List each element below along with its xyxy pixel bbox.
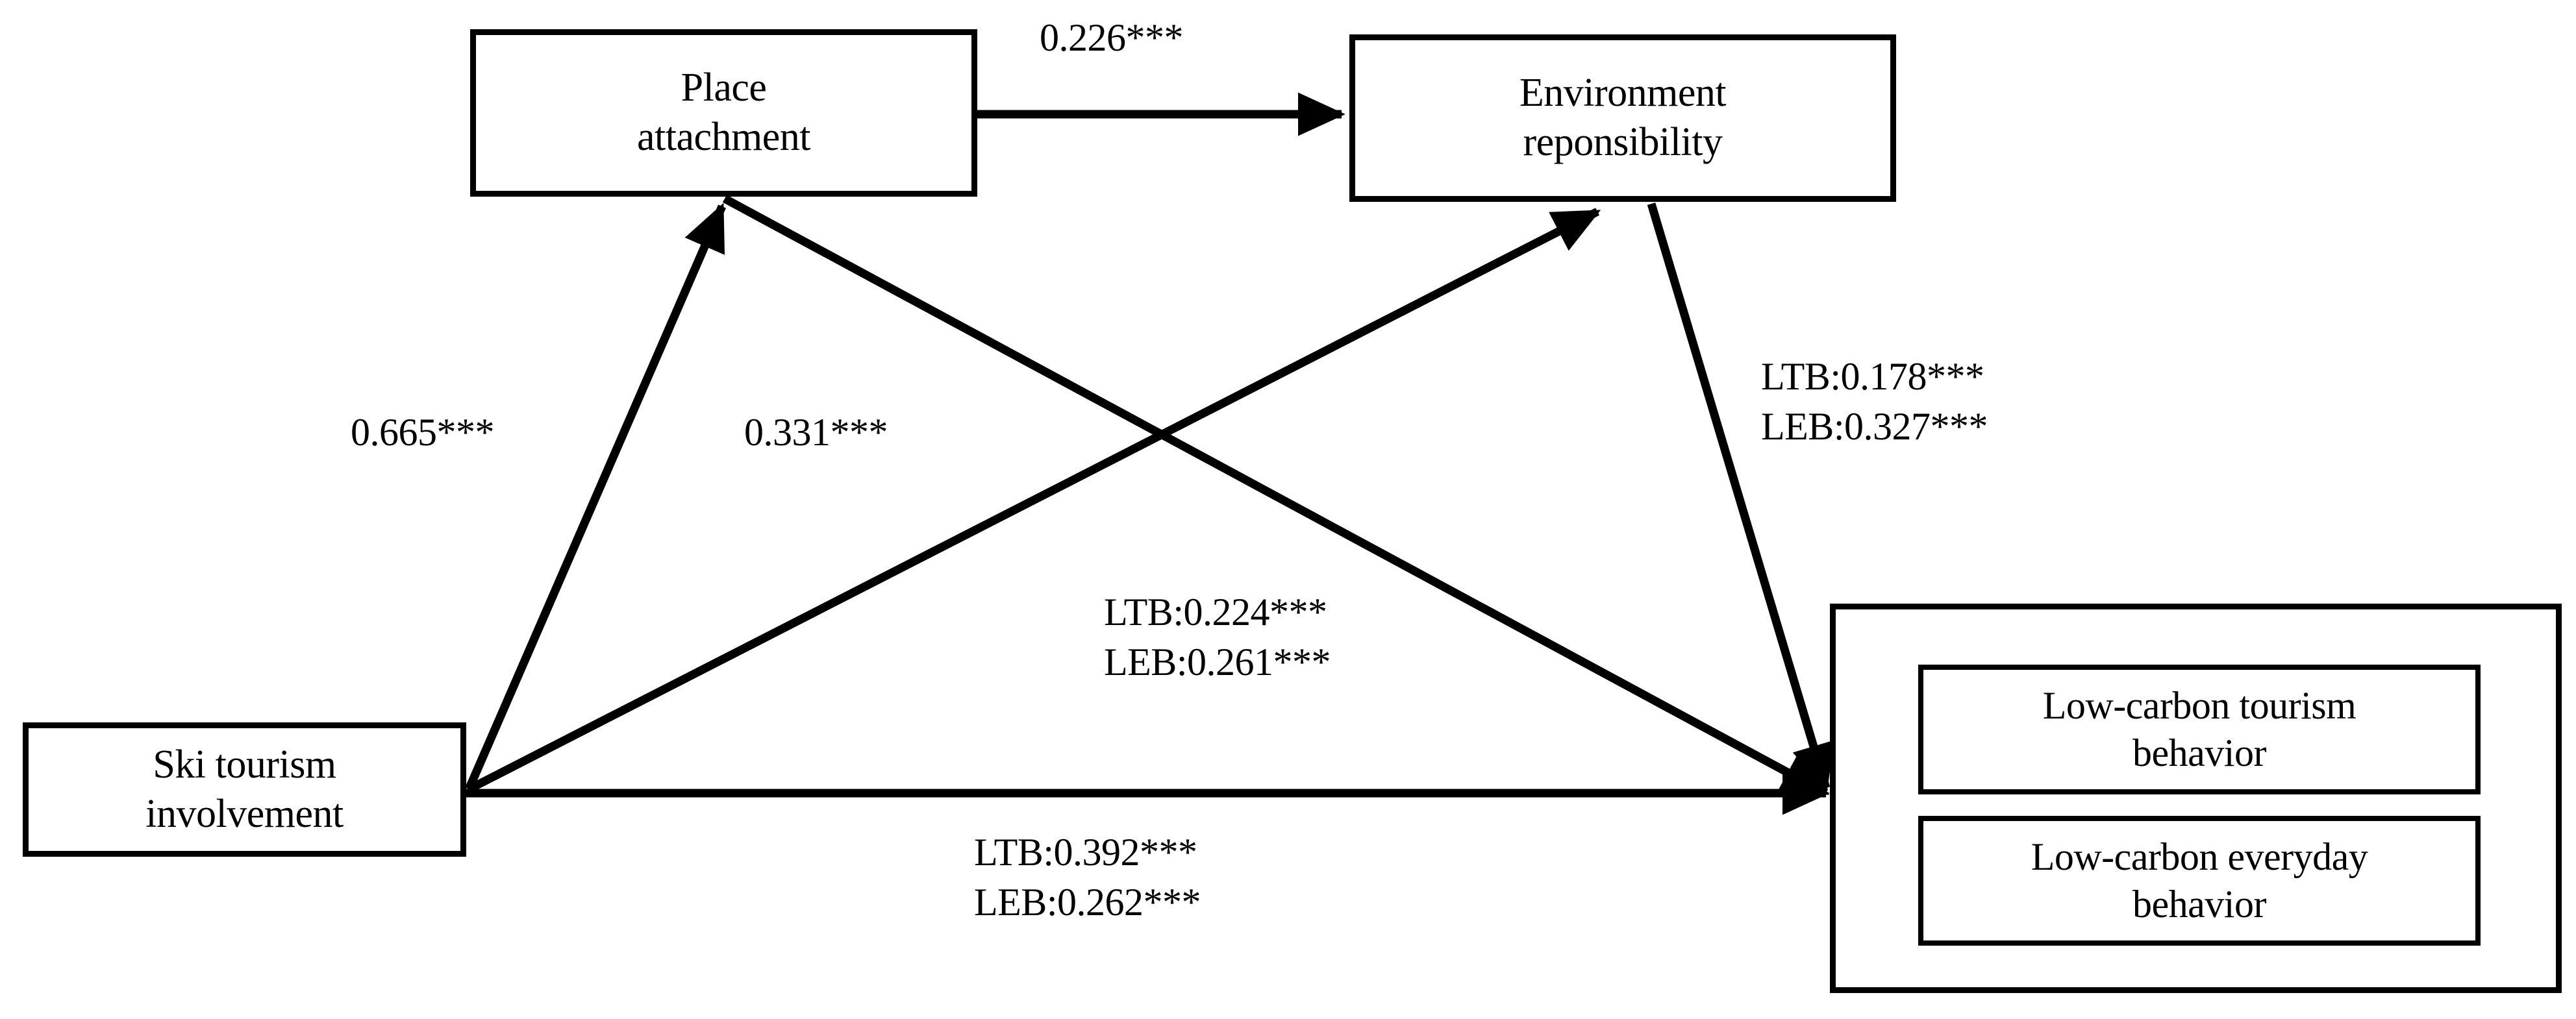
edge-label-place-to-outcome: LTB:0.224*** LEB:0.261*** [1104, 591, 1331, 683]
node-place-attachment-label: Place attachment [637, 66, 810, 159]
node-environment-responsibility[interactable]: Environment reponsibility [1349, 34, 1896, 202]
node-low-carbon-tourism-behavior-label: Low-carbon tourism behavior [2042, 683, 2357, 774]
node-low-carbon-everyday-behavior-label: Low-carbon everyday behavior [2031, 835, 2368, 926]
node-group-low-carbon-behavior[interactable]: Low-carbon tourism behavior Low-carbon e… [1830, 604, 2562, 993]
edge-place-to-outcome [722, 195, 1830, 797]
edge-label-ski-to-environment: 0.331*** [744, 411, 888, 454]
node-ski-tourism-involvement[interactable]: Ski tourism involvement [23, 722, 466, 857]
edge-ski-to-place [465, 203, 726, 791]
edge-environment-to-outcome [1647, 203, 1834, 792]
edge-label-ski-to-outcome: LTB:0.392*** LEB:0.262*** [974, 831, 1201, 924]
edge-label-ski-to-place: 0.665*** [351, 411, 495, 454]
node-environment-responsibility-label: Environment reponsibility [1519, 71, 1727, 164]
edge-label-environment-to-outcome: LTB:0.178*** LEB:0.327*** [1761, 355, 1988, 448]
edge-label-place-to-environment: 0.226*** [1040, 16, 1184, 59]
node-low-carbon-everyday-behavior[interactable]: Low-carbon everyday behavior [1918, 816, 2481, 946]
node-place-attachment[interactable]: Place attachment [470, 29, 977, 197]
edge-ski-to-environment [467, 208, 1601, 793]
node-ski-tourism-involvement-label: Ski tourism involvement [145, 742, 344, 836]
node-low-carbon-tourism-behavior[interactable]: Low-carbon tourism behavior [1918, 665, 2481, 794]
